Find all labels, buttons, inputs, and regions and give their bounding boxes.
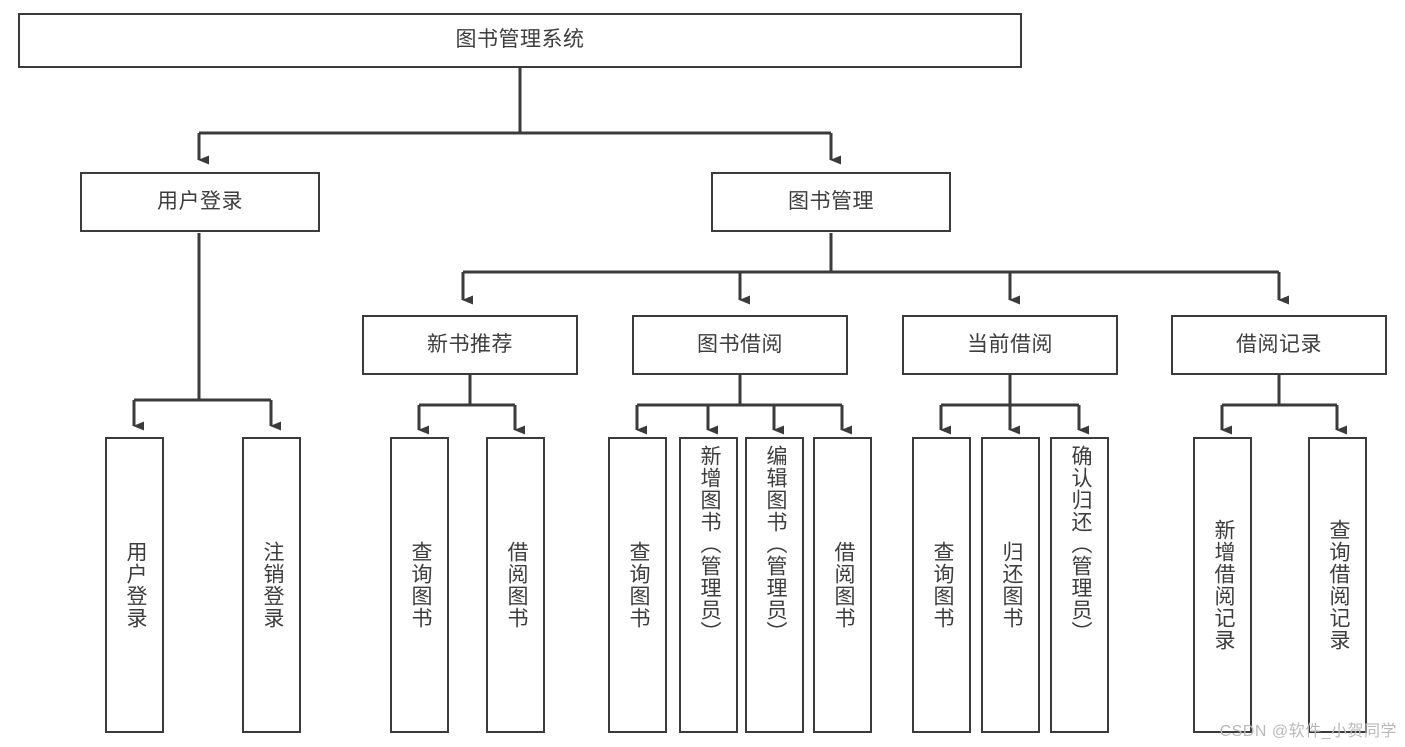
node-root-label: 图书管理系统 <box>455 28 585 52</box>
leaf-user-login[interactable]: 用户登录 <box>105 437 164 733</box>
leaf-confirm-return-label: 确认归还（管理员） <box>1068 445 1092 643</box>
node-book-borrow-label: 图书借阅 <box>697 332 783 356</box>
leaf-query-book-3-label: 查询图书 <box>930 541 954 629</box>
node-book-management-label: 图书管理 <box>788 189 874 213</box>
node-current-borrow-label: 当前借阅 <box>967 332 1053 356</box>
leaf-query-book-2-label: 查询图书 <box>626 541 650 629</box>
node-current-borrow[interactable]: 当前借阅 <box>902 315 1118 375</box>
leaf-add-book-label: 新增图书（管理员） <box>697 445 721 643</box>
leaf-add-book[interactable]: 新增图书（管理员） <box>679 437 738 733</box>
leaf-query-book-1[interactable]: 查询图书 <box>390 437 449 733</box>
leaf-logout-login-label: 注销登录 <box>260 541 284 629</box>
watermark-text: CSDN @软件_小贺同学 <box>1219 723 1397 740</box>
node-book-borrow[interactable]: 图书借阅 <box>632 315 848 375</box>
leaf-edit-book-label: 编辑图书（管理员） <box>763 445 787 643</box>
leaf-return-book[interactable]: 归还图书 <box>981 437 1040 733</box>
leaf-edit-book[interactable]: 编辑图书（管理员） <box>745 437 804 733</box>
node-user-login[interactable]: 用户登录 <box>80 172 320 232</box>
node-user-login-label: 用户登录 <box>157 189 243 213</box>
leaf-query-book-3[interactable]: 查询图书 <box>912 437 971 733</box>
node-new-book-recommend[interactable]: 新书推荐 <box>362 315 578 375</box>
leaf-add-record[interactable]: 新增借阅记录 <box>1193 437 1252 733</box>
leaf-borrow-book-1-label: 借阅图书 <box>504 541 528 629</box>
node-borrow-record[interactable]: 借阅记录 <box>1171 315 1387 375</box>
node-root[interactable]: 图书管理系统 <box>18 13 1022 68</box>
leaf-return-book-label: 归还图书 <box>999 541 1023 629</box>
leaf-logout-login[interactable]: 注销登录 <box>242 437 301 733</box>
node-new-book-recommend-label: 新书推荐 <box>427 332 513 356</box>
leaf-user-login-label: 用户登录 <box>123 541 147 629</box>
leaf-borrow-book-2-label: 借阅图书 <box>831 541 855 629</box>
node-book-management[interactable]: 图书管理 <box>711 172 951 232</box>
leaf-borrow-book-1[interactable]: 借阅图书 <box>486 437 545 733</box>
leaf-borrow-book-2[interactable]: 借阅图书 <box>813 437 872 733</box>
leaf-query-book-2[interactable]: 查询图书 <box>608 437 667 733</box>
leaf-query-book-1-label: 查询图书 <box>408 541 432 629</box>
leaf-confirm-return[interactable]: 确认归还（管理员） <box>1050 437 1109 733</box>
leaf-query-record[interactable]: 查询借阅记录 <box>1308 437 1367 733</box>
node-borrow-record-label: 借阅记录 <box>1236 332 1322 356</box>
leaf-query-record-label: 查询借阅记录 <box>1326 519 1350 651</box>
leaf-add-record-label: 新增借阅记录 <box>1211 519 1235 651</box>
